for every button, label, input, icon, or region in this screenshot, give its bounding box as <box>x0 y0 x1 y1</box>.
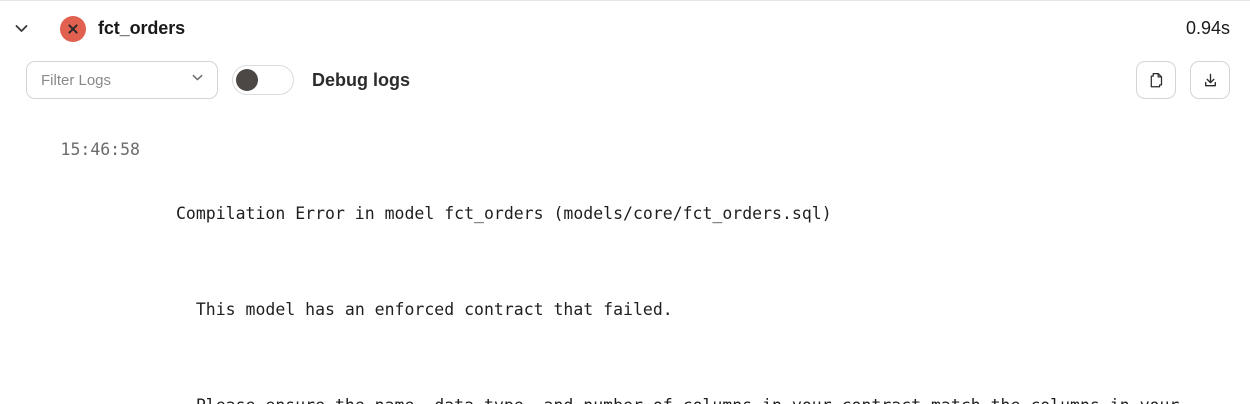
elapsed-time: 0.94s <box>1185 18 1230 38</box>
filter-logs-placeholder: Filter Logs <box>41 71 112 89</box>
error-circle-x-icon <box>65 21 81 37</box>
log-message: Compilation Error in model fct_orders (m… <box>140 134 1250 404</box>
collapse-toggle-button[interactable] <box>6 14 36 44</box>
chevron-down-icon <box>13 20 30 37</box>
debug-logs-toggle[interactable] <box>232 65 294 95</box>
log-line: This model has an enforced contract that… <box>176 300 673 319</box>
download-logs-button[interactable] <box>1190 61 1230 99</box>
node-name: fct_orders <box>98 18 186 38</box>
node-header: fct_orders 0.94s <box>0 1 1250 56</box>
debug-logs-label: Debug logs <box>312 69 410 90</box>
status-badge-error <box>60 15 86 42</box>
copy-icon <box>1147 71 1166 90</box>
log-entry: 15:46:58 Compilation Error in model fct_… <box>0 134 1250 404</box>
filter-logs-select[interactable]: Filter Logs <box>26 61 218 99</box>
log-toolbar: Filter Logs Debug logs <box>0 56 1250 104</box>
log-output[interactable]: - - . 15:46:58 Compilation Error in mode… <box>0 104 1250 404</box>
log-line: Compilation Error in model fct_orders (m… <box>176 204 832 223</box>
copy-logs-button[interactable] <box>1136 61 1176 99</box>
log-timestamp: 15:46:58 <box>60 140 140 159</box>
clipped-log-line: - - . <box>0 104 1250 114</box>
download-icon <box>1201 71 1220 90</box>
log-line: Please ensure the name, data_type, and n… <box>176 390 1238 404</box>
chevron-down-icon <box>190 70 205 90</box>
toggle-knob <box>236 69 258 91</box>
